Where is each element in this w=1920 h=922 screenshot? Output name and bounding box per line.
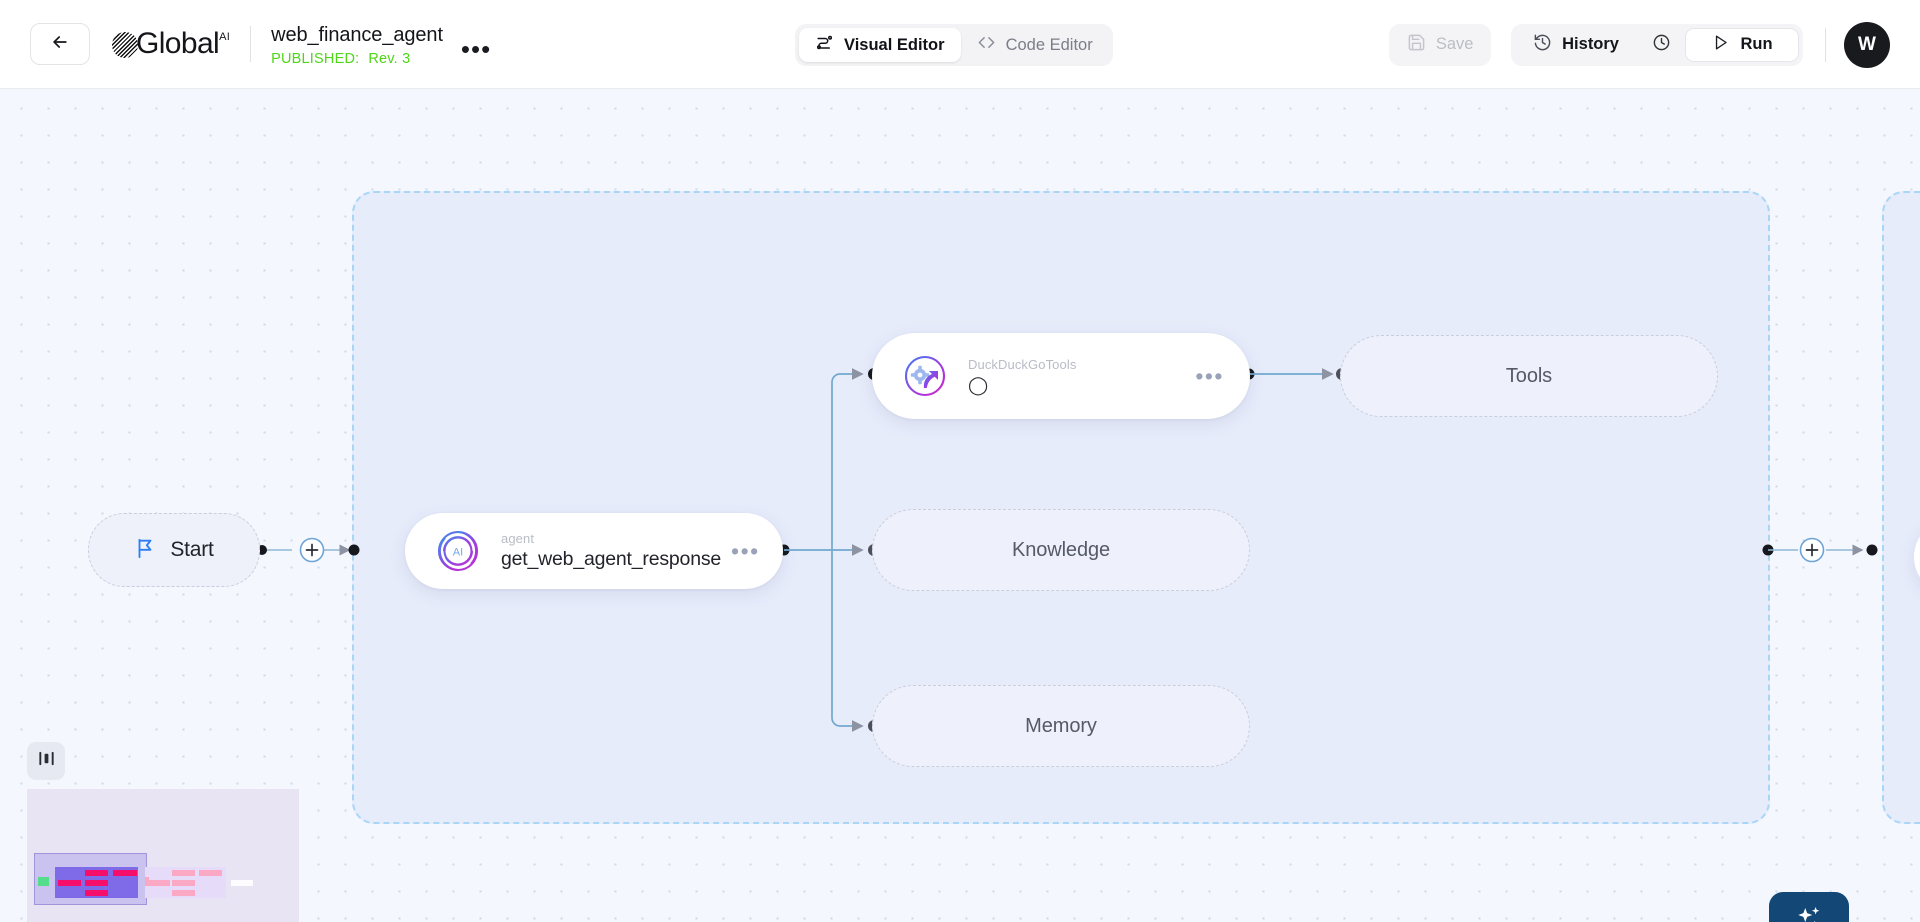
ai-assistant-button[interactable]: AI: [1769, 892, 1849, 922]
history-button[interactable]: History: [1515, 28, 1637, 62]
node-tools[interactable]: Tools: [1340, 335, 1718, 417]
node-duckduckgo-loading-spinner: ◯: [968, 374, 989, 395]
run-button-label: Run: [1740, 35, 1773, 53]
minimap-node-block: [172, 880, 195, 886]
node-knowledge[interactable]: Knowledge: [872, 509, 1250, 591]
brand-superscript: AI: [219, 31, 231, 43]
node-duckduckgo-tools[interactable]: DuckDuckGoTools ◯ •••: [872, 333, 1250, 419]
workflow-canvas[interactable]: Start A: [0, 89, 1920, 922]
workflow-title-block: web_finance_agent PUBLISHED: Rev. 3: [271, 22, 443, 67]
node-next-partial[interactable]: [1914, 519, 1920, 595]
floppy-disk-icon: [1407, 33, 1426, 57]
minimap-node-block: [172, 890, 195, 896]
avatar[interactable]: W: [1844, 21, 1890, 68]
status-badge: PUBLISHED: Rev. 3: [271, 51, 443, 67]
svg-text:AI: AI: [453, 547, 463, 559]
brand-logo[interactable]: Global AI: [112, 25, 230, 63]
play-icon: [1711, 33, 1730, 57]
minimap-node-block: [85, 880, 108, 886]
run-controls-group: History Run: [1511, 23, 1803, 66]
schedule-button[interactable]: [1637, 28, 1685, 62]
status-label: PUBLISHED:: [271, 50, 360, 67]
history-button-label: History: [1562, 35, 1619, 53]
minimap-node-block: [172, 870, 195, 876]
sparkles-icon: [1794, 904, 1824, 922]
history-rewind-icon: [1533, 33, 1552, 57]
minimap-node-block: [113, 870, 137, 876]
flag-icon: [134, 537, 156, 564]
save-button[interactable]: Save: [1389, 23, 1492, 66]
workflow-more-menu-button[interactable]: •••: [460, 34, 492, 64]
flow-editor-icon: [815, 33, 834, 57]
node-agent[interactable]: AI agent get_web_agent_response •••: [405, 513, 783, 589]
tab-code-editor[interactable]: Code Editor: [961, 28, 1109, 62]
back-button[interactable]: [30, 23, 90, 65]
minimap-node-block: [145, 877, 149, 886]
add-node-start-to-agent[interactable]: [299, 537, 325, 563]
minimap-toggle-button[interactable]: [27, 742, 65, 780]
minimap[interactable]: [27, 789, 299, 922]
tab-visual-editor[interactable]: Visual Editor: [799, 28, 961, 62]
minimap-node-block: [85, 890, 108, 896]
minimap-toggle-icon: [37, 749, 56, 773]
node-agent-kind: agent: [501, 531, 535, 546]
tab-visual-editor-label: Visual Editor: [844, 35, 945, 54]
node-duckduckgo-menu-button[interactable]: •••: [1195, 363, 1224, 389]
clock-icon: [1652, 33, 1671, 57]
tool-gear-arrow-icon: [898, 349, 952, 403]
header-divider: [250, 26, 252, 62]
status-revision: Rev. 3: [368, 50, 411, 67]
node-start[interactable]: Start: [88, 513, 260, 587]
node-duckduckgo-kind: DuckDuckGoTools: [968, 356, 1077, 372]
node-duckduckgo-text: DuckDuckGoTools ◯: [968, 356, 1185, 397]
node-agent-text: agent get_web_agent_response: [501, 530, 721, 572]
header-action-divider: [1825, 27, 1826, 62]
editor-mode-switch: Visual Editor Code Editor: [795, 24, 1113, 66]
brand-name: Global: [136, 27, 220, 60]
page-title: web_finance_agent: [271, 23, 443, 46]
node-memory[interactable]: Memory: [872, 685, 1250, 767]
minimap-node-block: [38, 877, 49, 886]
app-header: Global AI web_finance_agent PUBLISHED: R…: [0, 0, 1920, 89]
minimap-node-block: [231, 880, 253, 886]
minimap-node-block: [58, 880, 81, 886]
node-knowledge-label: Knowledge: [1011, 538, 1111, 561]
minimap-node-block: [148, 880, 170, 886]
globe-icon: [112, 32, 138, 58]
arrow-left-icon: [50, 32, 70, 57]
next-group-container[interactable]: [1882, 191, 1920, 824]
ai-swirl-icon: AI: [431, 524, 485, 578]
node-agent-name: get_web_agent_response: [501, 548, 722, 570]
node-agent-menu-button[interactable]: •••: [731, 538, 760, 564]
add-node-group-to-next[interactable]: [1799, 537, 1825, 563]
header-actions: Save History: [1389, 0, 1896, 89]
tab-code-editor-label: Code Editor: [1005, 35, 1093, 54]
node-tools-label: Tools: [1505, 364, 1553, 387]
run-button[interactable]: Run: [1685, 27, 1799, 62]
node-start-label: Start: [170, 538, 214, 561]
node-memory-label: Memory: [1025, 714, 1097, 737]
code-brackets-icon: [977, 33, 996, 57]
save-button-label: Save: [1435, 35, 1474, 53]
minimap-node-block: [199, 870, 222, 876]
minimap-node-block: [85, 870, 108, 876]
